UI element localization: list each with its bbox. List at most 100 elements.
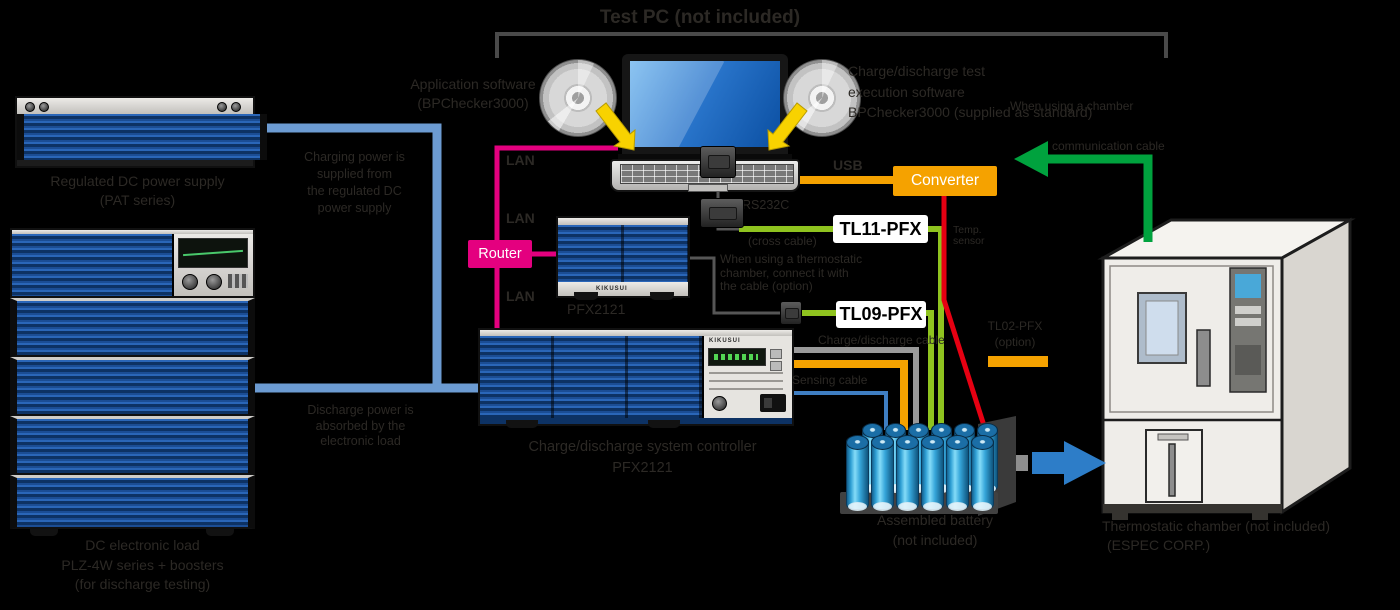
electronic-load-caption-line: (for discharge testing) [74,576,211,592]
dc-supply-caption: Regulated DC power supply (PAT series) [30,172,245,210]
load-booster-unit [10,416,255,475]
chamber-note-line: chamber, connect it with [720,265,849,280]
left-cd-caption-line: (BPChecker3000) [417,95,529,111]
system-controller-icon: KIKUSUI [478,328,794,428]
battery-cell [846,435,869,511]
battery-pack-icon [838,416,1020,518]
chamber-arrow-label: communication cable [1052,139,1165,153]
title-bracket-line [495,32,1168,58]
cable-lower-label: Sensing cable [792,373,868,387]
charge-discharge-cable-line [792,347,919,430]
chamber-caption-line: Thermostatic chamber (not included) [1102,518,1330,534]
system-controller-caption: Charge/discharge system controller PFX21… [475,437,810,479]
tl09-cable-line [802,310,934,430]
rs232c-connector-icon [700,146,736,178]
controller-knob [712,396,727,411]
chamber-note-block: When using a thermostatic chamber, conne… [720,252,863,294]
electronic-load-caption-line: DC electronic load [85,537,200,553]
discharge-note-line: electronic load [320,434,401,448]
load-cable-swatch [988,356,1048,367]
laptop-touchpad [688,184,728,192]
discharge-note: Discharge power is absorbed by the elect… [288,403,433,450]
chamber-comm-cable-line [1046,154,1153,242]
battery-cell [921,435,944,511]
legend-line: TL02-PFX [987,319,1043,333]
controller-front-panel: KIKUSUI [704,336,792,418]
battery-cell [896,435,919,511]
system-controller-caption-line: Charge/discharge system controller [528,439,757,455]
electronic-load-stack-icon [10,228,255,536]
tl09-pfx-tag: TL09-PFX [836,301,926,328]
left-cd-caption: Application software (BPChecker3000) [390,75,556,113]
chamber-note-top: When using a chamber [1010,99,1134,113]
electronic-load-caption: DC electronic load PLZ-4W series + boost… [35,536,250,595]
dc-supply-caption-line: Regulated DC power supply [50,173,225,189]
charging-note-line: power supply [317,201,392,215]
rs232c-connector-icon [700,198,744,228]
load-booster-unit [10,475,255,529]
charging-note-line: Charging power is [304,150,405,164]
controller-display [708,348,766,366]
into-chamber-arrow-icon [1032,441,1106,485]
discharge-note-line: Discharge power is [307,403,414,417]
load-cable-line [792,360,908,430]
right-cd-caption-line: Charge/discharge test [848,63,985,79]
lan-label: LAN [506,152,535,168]
converter-box: Converter [893,166,997,196]
battery-caption-line: Assembled battery [877,512,993,528]
usb-label: USB [833,157,863,173]
rs232c-connector-icon [780,301,802,325]
sensing-cable-line [792,391,888,430]
load-master-panel [174,234,253,296]
arrow-stub [1016,455,1028,471]
battery-cell [871,435,894,511]
charging-note-line: the regulated DC [307,184,402,198]
software-cd-icon [783,59,861,137]
battery-cell [971,435,994,511]
brand-logo: KIKUSUI [709,338,741,344]
legend-line: (option) [994,335,1036,349]
supply-top-panel [17,98,253,115]
router-box: Router [468,240,532,268]
temp-sensor-label: Temp. sensor [953,225,985,247]
charging-note: Charging power is supplied from the regu… [282,149,427,217]
tl11-note-above: RS232C [742,198,790,212]
diagram-title: Test PC (not included) [599,7,801,28]
right-cd-caption: Charge/discharge test execution software… [848,61,1158,123]
right-cd-caption-line: BPChecker3000 (supplied as standard) [848,104,1093,120]
thermal-chamber-icon [1097,217,1356,520]
load-cable-legend: TL02-PFX (option) [955,318,1075,350]
dc-power-supply-icon [15,96,267,168]
rs232c-subunit-line [690,256,802,315]
load-booster-unit [10,357,255,416]
brand-logo: KIKUSUI [596,286,628,292]
chamber-door-handle [1196,329,1211,387]
battery-cell [946,435,969,511]
power-switch [760,394,786,412]
discharge-note-line: absorbed by the [315,418,406,433]
load-master-unit [10,228,255,298]
load-display [178,238,248,268]
lan-cable-pc-line [494,145,618,330]
tl11-note-below: (cross cable) [748,234,817,248]
temp-sensor-label-line: Temp. [953,224,982,236]
chamber-note-line: When using a thermostatic [720,252,863,266]
sub-controller-caption: PFX2121 [567,301,626,317]
charging-note-line: supplied from [316,167,393,181]
battery-caption: Assembled battery (not included) [850,510,1020,550]
chamber-note-line: the cable (option) [720,279,813,293]
lan-label: LAN [506,288,535,304]
charge-power-cable-line [255,123,442,388]
tl11-cable-line [739,226,944,430]
laptop-display [630,61,780,147]
green-arrowhead-icon [1014,141,1048,177]
tl11-pfx-tag: TL11-PFX [833,215,928,243]
supply-louvers [17,114,267,160]
left-cd-caption-line: Application software [410,76,536,92]
temperature-sensor-line [941,196,989,433]
temp-sensor-label-line: sensor [953,235,985,247]
cable-upper-label: Charge/discharge cable [818,333,945,347]
lan-label: LAN [506,210,535,226]
